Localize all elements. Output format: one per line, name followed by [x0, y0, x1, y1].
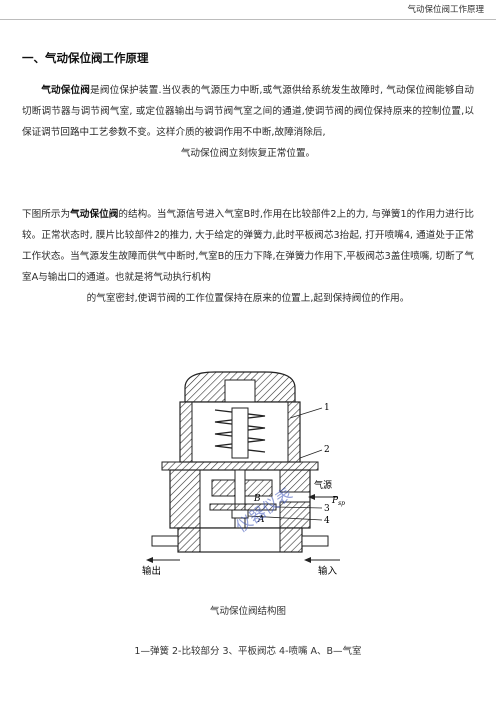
leader-2: [299, 449, 323, 459]
label-1: 1: [324, 403, 330, 413]
inlet-arrow-head: [304, 557, 311, 563]
paragraph-structure-pre: 下图所示为: [22, 209, 71, 220]
label-chamber-a: A: [257, 515, 265, 525]
section-title: 一、气动保位阀工作原理: [22, 51, 149, 65]
upper-wall-right: [287, 401, 301, 463]
label-3: 3: [324, 504, 330, 514]
spring-rod: [231, 407, 249, 459]
lower-wall-left: [177, 527, 201, 553]
label-inlet: 输入: [318, 565, 338, 577]
label-outlet: 输出: [142, 565, 161, 577]
adjust-screw: [224, 379, 256, 405]
label-psp: Psp: [331, 496, 345, 507]
lower-wall-right: [279, 527, 303, 553]
nozzle-4: [231, 509, 249, 519]
term-highlight: 气动保位阀: [70, 209, 119, 220]
figure-caption: 气动保位阀结构图: [209, 606, 286, 617]
leader-1: [289, 407, 323, 419]
leader-4: [247, 515, 323, 521]
paragraph-structure: 下图所示为气动保位阀的结构。当气源信号进入气室B时,作用在比较部件2上的力, 与…: [22, 204, 474, 309]
label-air-source: 气源: [314, 479, 332, 491]
upper-wall-left: [179, 401, 193, 463]
paragraph-intro-tail: 气动保位阀立刻恢复正常位置。: [180, 148, 316, 159]
outlet-port: [151, 535, 179, 547]
label-2: 2: [324, 445, 330, 455]
running-header-title: 气动保位阀工作原理: [407, 5, 484, 15]
paragraph-intro-body: 是阀位保护装置.当仪表的气源压力中断,或气源供给系统发生故障时, 气动保位阀能够…: [22, 85, 475, 138]
outlet-arrow-head: [146, 557, 153, 563]
diaphragm-2: [161, 461, 319, 471]
paragraph-intro: 气动保位阀是阀位保护装置.当仪表的气源压力中断,或气源供给系统发生故障时, 气动…: [22, 80, 474, 164]
middle-wall-right-top: [279, 469, 311, 493]
valve-structure-diagram: 1 2 3 4 A B 气源 Psp 输出 输入 仪器仪表: [142, 371, 345, 577]
air-source-arrow-head: [308, 494, 315, 500]
middle-wall-left: [169, 469, 201, 529]
leader-3: [275, 506, 323, 509]
paragraph-structure-tail: 的气室密封,使调节阀的工作位置保持在原来的位置上,起到保持阀位的作用。: [86, 293, 410, 304]
label-4: 4: [324, 516, 330, 526]
running-header: 气动保位阀工作原理: [0, 0, 496, 20]
inlet-port: [301, 535, 329, 547]
paragraph-structure-body: 的结构。当气源信号进入气室B时,作用在比较部件2上的力, 与弹簧1的作用力进行比…: [22, 209, 475, 283]
figure-legend: 1—弹簧 2-比较部分 3、平板阀芯 4-喷嘴 A、B—气室: [134, 646, 362, 657]
middle-wall-right-bottom: [279, 501, 311, 529]
term-highlight: 气动保位阀: [41, 85, 91, 96]
label-chamber-b: B: [253, 494, 261, 504]
